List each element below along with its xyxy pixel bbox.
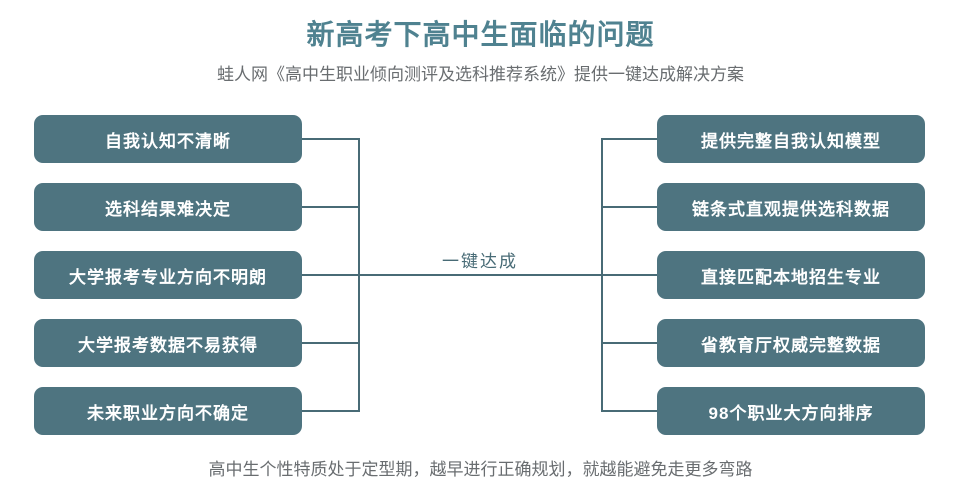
solution-box-1: 提供完整自我认知模型 bbox=[657, 115, 925, 163]
solution-box-2: 链条式直观提供选科数据 bbox=[657, 183, 925, 231]
connector-right-stub-1 bbox=[603, 138, 657, 140]
connector-left-stub-1 bbox=[302, 138, 359, 140]
connector-center-line bbox=[302, 274, 657, 276]
page-title: 新高考下高中生面临的问题 bbox=[306, 19, 655, 50]
center-link-label: 一键达成 bbox=[442, 252, 518, 271]
problem-box-3: 大学报考专业方向不明朗 bbox=[34, 251, 302, 299]
connector-left-stub-2 bbox=[302, 206, 359, 208]
problem-box-4: 大学报考数据不易获得 bbox=[34, 319, 302, 367]
connector-left-stub-4 bbox=[302, 342, 359, 344]
solution-box-5: 98个职业大方向排序 bbox=[657, 387, 925, 435]
connector-right-bus bbox=[601, 138, 603, 412]
page-subtitle: 蛙人网《高中生职业倾向测评及选科推荐系统》提供一键达成解决方案 bbox=[217, 65, 744, 84]
connector-right-stub-2 bbox=[603, 206, 657, 208]
solution-box-4: 省教育厅权威完整数据 bbox=[657, 319, 925, 367]
problem-box-5: 未来职业方向不确定 bbox=[34, 387, 302, 435]
connector-left-stub-5 bbox=[302, 410, 359, 412]
connector-right-stub-4 bbox=[603, 342, 657, 344]
problem-box-1: 自我认知不清晰 bbox=[34, 115, 302, 163]
connector-right-stub-5 bbox=[603, 410, 657, 412]
solution-box-3: 直接匹配本地招生专业 bbox=[657, 251, 925, 299]
footer-note: 高中生个性特质处于定型期，越早进行正确规划，就越能避免走更多弯路 bbox=[208, 460, 753, 479]
problem-box-2: 选科结果难决定 bbox=[34, 183, 302, 231]
